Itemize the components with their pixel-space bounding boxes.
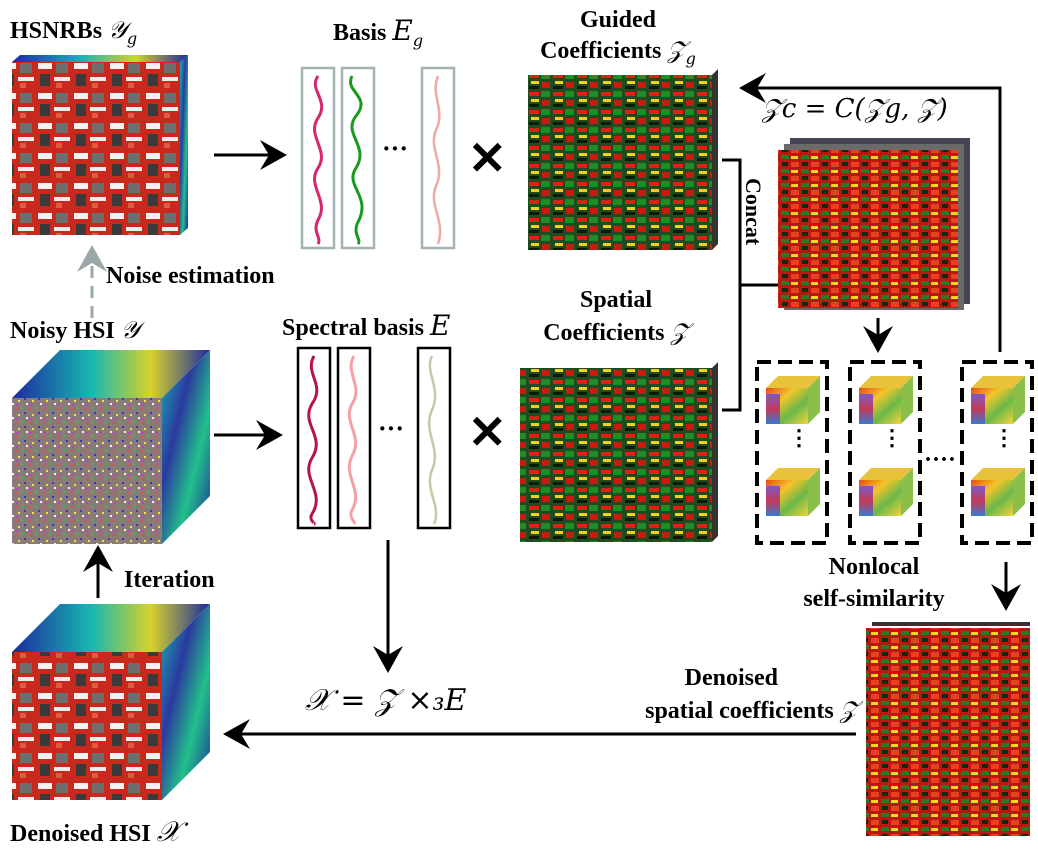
denoised-cube-top [12,604,210,652]
iteration-label: Iteration [124,567,215,593]
guided-label-line2: Coefficients [540,38,662,64]
group-ellipsis-3: ⋮ [993,425,1015,450]
basis-curve-2 [349,75,364,246]
noisy-cube-side [162,350,210,544]
nonlocal-group-frame-3 [960,360,1034,545]
nonlocal-group-1 [755,360,829,545]
hsnrbs-symbol: 𝒴 [108,16,127,44]
denoised-label-line2: spatial coefficients [645,698,834,724]
spatial-coefficients-image [520,362,718,542]
guided-image-face [528,75,712,250]
arrow-feedback-to-guided [739,73,1002,352]
hsnrbs-cube [12,55,188,235]
denoised-coefficients-label: Denoised spatial coefficients 𝒵 [586,666,858,723]
noisy-cube-top [12,350,210,398]
spatial-label-line2: Coefficients [543,320,665,346]
nonlocal-group-3 [960,360,1034,545]
spectral-basis-label: Spectral basis E [282,309,451,342]
nonlocal-label-line2: self-similarity [803,586,945,612]
denoised-image-face [866,628,1030,836]
denoised-label-line1: Denoised [684,665,778,691]
concat-bracket [722,158,742,412]
between-groups-ellipsis: ···· [924,447,957,473]
hsnrbs-label: HSNRBs 𝒴g [10,16,138,48]
denoised-cube-front [12,652,162,800]
denoised-hsi-cube [12,604,210,800]
noisy-symbol: 𝒴 [120,316,140,344]
guided-coefficients-image [528,69,718,250]
spatial-symbol: 𝒵 [670,318,689,346]
basis-symbol: E [392,14,413,47]
concat-label: Concat [741,178,766,246]
spectral-curve-1 [307,355,319,526]
nonlocal-group-2 [848,360,922,545]
guided-coefficients-label: Guided Coefficients 𝒵g [518,8,718,67]
nonlocal-label: Nonlocal self-similarity [784,555,964,611]
denoised-symbol: 𝒵 [839,696,858,724]
denoised-cube-side [162,604,210,800]
hsnrbs-subscript: g [126,28,138,48]
noisy-hsi-cube [12,350,210,544]
basis-eg-group [300,66,456,250]
guided-label-line1: Guided [579,7,657,33]
guided-subscript: g [685,48,696,68]
group-ellipsis-1: ⋮ [788,425,810,450]
nonlocal-label-line1: Nonlocal [828,554,920,580]
basis-curve-1 [313,75,324,245]
guided-symbol: 𝒵 [667,36,686,64]
basis-subscript: g [412,30,424,50]
spatial-coefficients-label: Spatial Coefficients 𝒵 [516,288,716,345]
noise-estimation-label: Noise estimation [106,263,275,289]
hsnrbs-cube-top [12,55,188,62]
denoised-hsi-label: Denoised HSI 𝒳 [10,815,181,848]
spectral-curve-2 [347,355,358,526]
basis-label: Basis Eg [333,14,424,50]
concat-equation: 𝒵c = C(𝒵g, 𝒵) [762,94,948,124]
guided-image-edge [712,69,718,250]
group-ellipsis-2: ⋮ [881,425,903,450]
basis-curve-3 [432,75,442,245]
spectral-curve-3 [427,355,438,525]
spatial-image-edge [712,362,718,542]
multiply-sign-mid: ✕ [468,407,507,458]
nonlocal-group-frame-2 [848,360,922,545]
hsnrbs-cube-side [180,55,188,235]
hsnrbs-cube-front [12,62,180,235]
spatial-image-face [520,368,712,542]
denoised-coefficients-image [866,622,1030,836]
spectral-symbol: E [430,309,451,342]
concat-stack [778,138,970,310]
nonlocal-group-frame-1 [755,360,829,545]
denoised-hsi-symbol: 𝒳 [156,815,181,848]
spatial-label-line1: Spatial [579,287,653,313]
multiply-sign-top: ✕ [468,133,507,184]
noisy-cube-front [12,398,162,544]
reconstruction-equation: 𝒳 = 𝒵 ×₃E [305,683,467,718]
spectral-basis-group [296,346,452,530]
spectral-ellipsis: ··· [378,414,405,443]
concat-front-layer [778,150,958,308]
basis-ellipsis: ··· [382,134,409,163]
noisy-hsi-label: Noisy HSI 𝒴 [10,316,140,344]
